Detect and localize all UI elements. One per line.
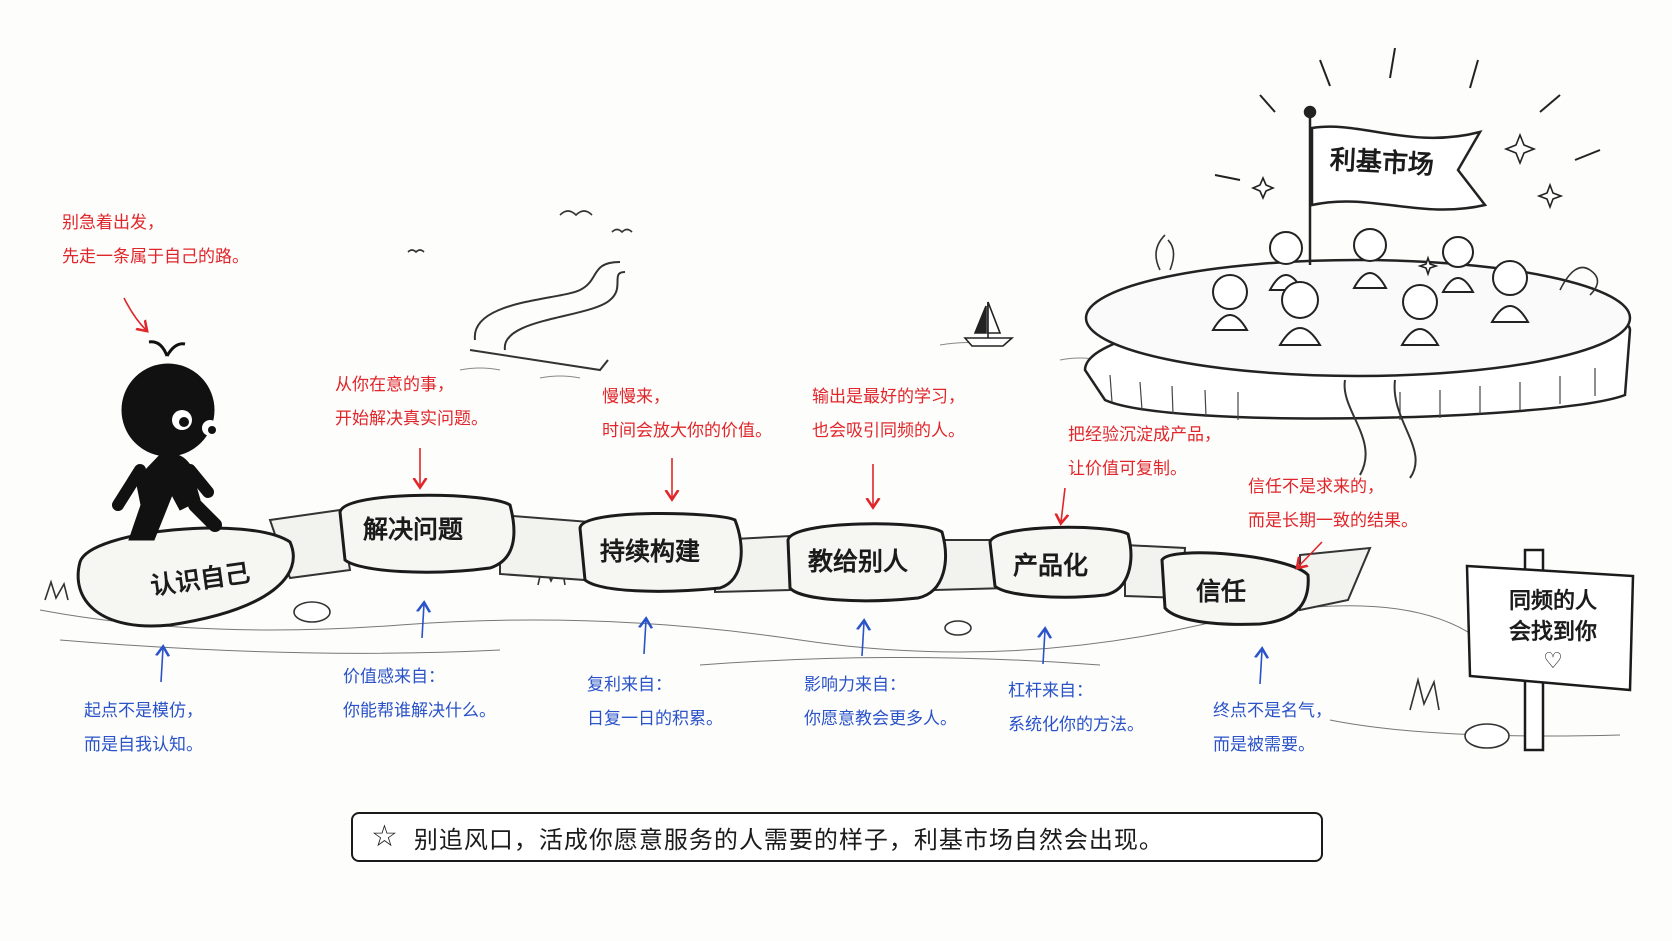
red-note-6: 信任不是求来的， 而是长期一致的结果。 (1248, 470, 1418, 538)
blue-note-1-line-1: 起点不是模仿， (84, 701, 203, 721)
stone-4 (786, 522, 947, 603)
red-arrows (123, 297, 1323, 567)
start-note: 别急着出发， 先走一条属于自己的路。 (62, 206, 249, 274)
red-note-4-line-1: 输出是最好的学习， (812, 387, 965, 407)
red-note-6-line-1: 信任不是求来的， (1248, 477, 1384, 497)
stone-label-5: 产品化 (1013, 551, 1089, 580)
stone-3 (578, 511, 743, 593)
red-note-3: 慢慢来， 时间会放大你的价值。 (602, 380, 772, 448)
blue-note-5-line-1: 杠杆来自： (1008, 681, 1093, 701)
blue-note-5-line-2: 系统化你的方法。 (1008, 715, 1144, 735)
blue-note-3-line-1: 复利来自： (587, 675, 672, 695)
blue-note-2-line-1: 价值感来自： (343, 667, 445, 687)
red-note-2-line-2: 开始解决真实问题。 (335, 409, 488, 429)
sailboat-icon (963, 301, 1015, 347)
blue-note-6: 终点不是名气， 而是被需要。 (1213, 694, 1332, 762)
sign-line-1: 同频的人 (1508, 588, 1597, 614)
sign-text: 同频的人 会找到你 ♡ (1488, 586, 1618, 674)
flag-label: 利基市场 (1329, 145, 1435, 181)
blue-arrows (161, 604, 1262, 685)
blue-note-4: 影响力来自： 你愿意教会更多人。 (804, 668, 957, 736)
blue-note-2: 价值感来自： 你能帮谁解决什么。 (343, 660, 496, 728)
stepping-stones (76, 493, 1310, 628)
signpost (1465, 548, 1635, 752)
blue-note-1-line-2: 而是自我认知。 (84, 735, 203, 755)
blue-note-6-line-1: 终点不是名气， (1213, 701, 1332, 721)
blue-note-5: 杠杆来自： 系统化你的方法。 (1008, 674, 1144, 742)
blue-note-3-line-2: 日复一日的积累。 (587, 709, 723, 729)
stone-label-4: 教给别人 (808, 547, 909, 576)
red-note-3-line-1: 慢慢来， (602, 387, 670, 407)
pebbles (293, 601, 1510, 749)
banner-text: 别追风口，活成你愿意服务的人需要的样子，利基市场自然会出现。 (413, 825, 1164, 854)
island-people (1211, 228, 1530, 346)
stone-6 (1160, 551, 1310, 626)
water-ripples (459, 342, 1101, 379)
red-note-5-line-1: 把经验沉淀成产品， (1068, 425, 1221, 445)
red-note-5: 把经验沉淀成产品， 让价值可复制。 (1068, 418, 1221, 486)
red-note-4: 输出是最好的学习， 也会吸引同频的人。 (812, 380, 965, 448)
birds (407, 210, 633, 254)
stone-5 (988, 525, 1133, 599)
stone-1 (76, 526, 295, 628)
red-note-4-line-2: 也会吸引同频的人。 (812, 421, 965, 441)
blue-note-1: 起点不是模仿， 而是自我认知。 (84, 694, 203, 762)
stone-2 (338, 493, 516, 574)
bottom-banner: ☆ 别追风口，活成你愿意服务的人需要的样子，利基市场自然会出现。 (351, 812, 1323, 862)
sign-line-2: 会找到你 (1508, 619, 1597, 645)
winding-river (469, 261, 626, 372)
red-note-2-line-1: 从你在意的事， (335, 375, 454, 395)
walking-character (112, 340, 222, 541)
start-note-line-1: 别急着出发， (62, 213, 164, 233)
blue-note-3: 复利来自： 日复一日的积累。 (587, 668, 723, 736)
sparkle-icons (1250, 132, 1564, 277)
stone-label-3: 持续构建 (600, 537, 701, 566)
stone-label-2: 解决问题 (363, 515, 464, 544)
start-note-line-2: 先走一条属于自己的路。 (62, 247, 249, 267)
plants (44, 234, 1599, 711)
flag (1303, 105, 1488, 265)
blue-note-4-line-2: 你愿意教会更多人。 (804, 709, 957, 729)
heart-icon: ♡ (1543, 648, 1563, 674)
red-note-5-line-2: 让价值可复制。 (1068, 459, 1187, 479)
star-icon: ☆ (371, 819, 398, 854)
red-note-3-line-2: 时间会放大你的价值。 (602, 421, 772, 441)
sunburst-lines (1214, 47, 1601, 181)
blue-note-6-line-2: 而是被需要。 (1213, 735, 1315, 755)
blue-note-4-line-1: 影响力来自： (804, 675, 906, 695)
blue-note-2-line-2: 你能帮谁解决什么。 (343, 701, 496, 721)
stone-label-6: 信任 (1196, 577, 1247, 606)
red-note-2: 从你在意的事， 开始解决真实问题。 (335, 368, 488, 436)
red-note-6-line-2: 而是长期一致的结果。 (1248, 511, 1418, 531)
